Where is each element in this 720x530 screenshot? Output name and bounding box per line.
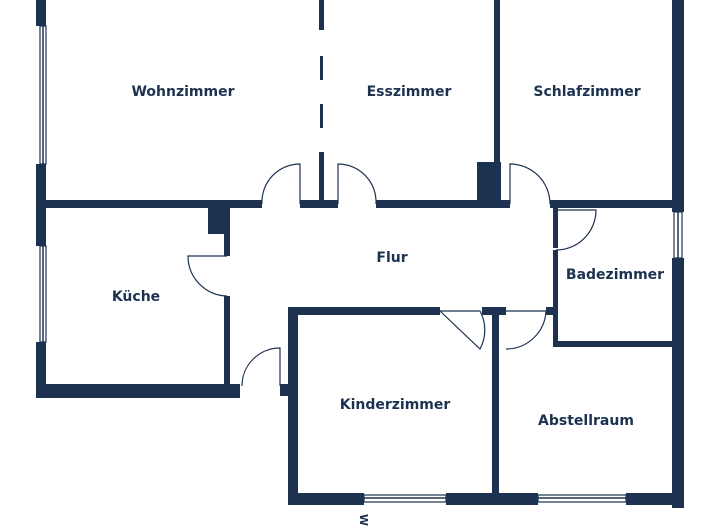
wall-kinder-left-stub (280, 384, 298, 396)
wall-ess-schlaf (494, 0, 500, 200)
label-kueche: Küche (112, 289, 160, 305)
label-esszimmer: Esszimmer (367, 84, 452, 100)
wall-bad-left-top (553, 206, 558, 248)
wall-wohn-ess-dash1 (320, 56, 323, 80)
wall-bad-left (553, 250, 558, 346)
wall-kinder-left (288, 307, 298, 505)
door-esszimmer (337, 163, 377, 205)
walls (36, 0, 684, 508)
wall-schlafzimmer-bottom (550, 200, 674, 208)
wall-kinder-abstell (492, 311, 499, 505)
door-kinderzimmer (438, 310, 486, 350)
wall-right-top (672, 0, 684, 212)
door-badezimmer (555, 209, 597, 251)
wall-bad-bottom (553, 341, 675, 347)
wall-flur-bottom-right (546, 307, 556, 315)
compass-label: W (357, 514, 370, 526)
label-badezimmer: Badezimmer (566, 267, 664, 283)
wall-flur-bottom (292, 307, 440, 315)
wall-wohn-ess-bottom (319, 152, 324, 208)
door-kueche (187, 255, 228, 297)
label-wohnzimmer: Wohnzimmer (131, 84, 234, 100)
wall-left-mid (36, 164, 46, 246)
label-schlafzimmer: Schlafzimmer (533, 84, 640, 100)
doors (187, 163, 597, 387)
compass-marker: W (357, 514, 370, 526)
wall-wohn-ess-top (319, 0, 324, 30)
wall-bottom-2 (446, 493, 538, 505)
label-kinderzimmer: Kinderzimmer (340, 397, 451, 413)
door-eingang (241, 347, 281, 387)
wall-left-top (36, 0, 46, 26)
label-flur: Flur (376, 250, 407, 266)
wall-kueche-right-low (224, 296, 230, 388)
door-wohnzimmer (261, 163, 301, 205)
door-schlafzimmer (509, 163, 551, 205)
wall-kueche-bottom (36, 384, 240, 398)
wall-esszimmer-bottom (376, 200, 510, 208)
door-abstellraum (505, 310, 547, 350)
windows (39, 25, 683, 503)
label-abstellraum: Abstellraum (538, 413, 634, 429)
wall-kueche-right (224, 206, 230, 256)
wall-wohnzimmer-bottom (46, 200, 262, 208)
wall-ess-schlaf-block (477, 162, 501, 206)
wall-right-bottom (672, 258, 684, 508)
wall-bottom-1 (288, 493, 364, 505)
wall-left-bottom (36, 342, 46, 398)
wall-wohn-ess-dash2 (320, 104, 323, 128)
wall-bottom-3 (626, 493, 684, 505)
